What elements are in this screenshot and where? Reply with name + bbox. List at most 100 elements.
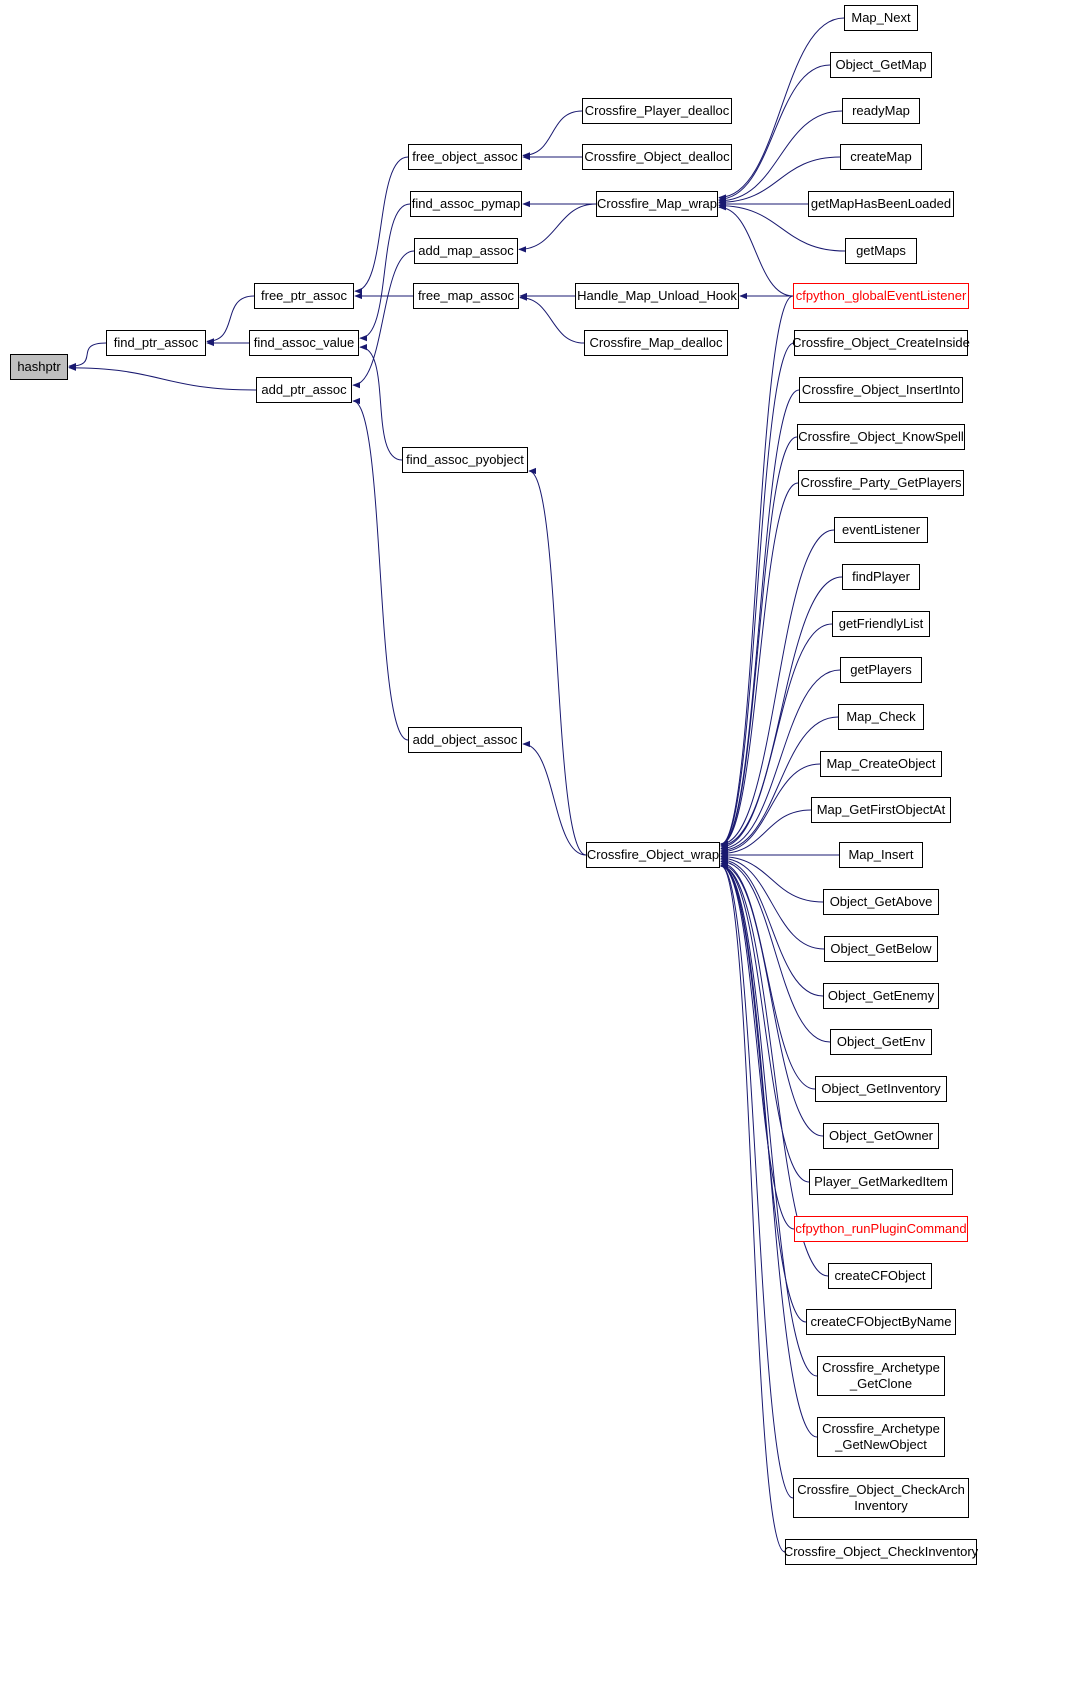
graph-node-Crossfire_Object_CreateInside[interactable]: Crossfire_Object_CreateInside — [792, 330, 970, 356]
graph-node-Object_GetEnemy[interactable]: Object_GetEnemy — [823, 983, 939, 1009]
graph-node-hashptr[interactable]: hashptr — [10, 354, 68, 380]
graph-node-Map_Check[interactable]: Map_Check — [838, 704, 924, 730]
graph-node-Crossfire_Archetype_GetNewObject[interactable]: Crossfire_Archetype_GetNewObject — [817, 1417, 945, 1457]
graph-node-Crossfire_Object_InsertInto[interactable]: Crossfire_Object_InsertInto — [799, 377, 963, 403]
graph-node-find_assoc_pyobject[interactable]: find_assoc_pyobject — [402, 447, 528, 473]
graph-node-find_assoc_pymap[interactable]: find_assoc_pymap — [410, 191, 522, 217]
graph-node-label: Map_GetFirstObjectAt — [816, 802, 946, 818]
call-edge-find_assoc_pyobject-to-find_assoc_value — [359, 343, 403, 461]
graph-node-add_map_assoc[interactable]: add_map_assoc — [414, 238, 518, 264]
graph-node-getPlayers[interactable]: getPlayers — [840, 657, 922, 683]
graph-node-Object_GetAbove[interactable]: Object_GetAbove — [823, 889, 939, 915]
call-edge-Object_GetMap-to-Crossfire_Map_wrap — [718, 64, 831, 203]
graph-node-label: add_ptr_assoc — [261, 382, 347, 398]
call-edge-cfpython_runPluginCommand-to-Crossfire_Object_wrap — [720, 862, 795, 1230]
graph-node-readyMap[interactable]: readyMap — [842, 98, 920, 124]
graph-node-free_ptr_assoc[interactable]: free_ptr_assoc — [254, 283, 354, 309]
graph-node-Crossfire_Party_GetPlayers[interactable]: Crossfire_Party_GetPlayers — [798, 470, 964, 496]
graph-node-label: Crossfire_Player_dealloc — [584, 103, 730, 119]
call-edge-Crossfire_Object_wrap-to-find_assoc_pyobject — [528, 467, 587, 856]
call-edge-Crossfire_Player_dealloc-to-free_object_assoc — [522, 110, 583, 159]
graph-node-Player_GetMarkedItem[interactable]: Player_GetMarkedItem — [809, 1169, 953, 1195]
graph-node-label: createCFObjectByName — [810, 1314, 952, 1330]
graph-node-label: free_ptr_assoc — [261, 288, 347, 304]
graph-node-Map_Insert[interactable]: Map_Insert — [839, 842, 923, 868]
call-edge-add_map_assoc-to-add_ptr_assoc — [352, 250, 415, 389]
call-edge-Crossfire_Archetype_GetClone-to-Crossfire_Object_wrap — [720, 862, 818, 1377]
graph-node-add_ptr_assoc[interactable]: add_ptr_assoc — [256, 377, 352, 403]
graph-node-label: getMapHasBeenLoaded — [810, 196, 952, 212]
graph-node-Handle_Map_Unload_Hook[interactable]: Handle_Map_Unload_Hook — [575, 283, 739, 309]
graph-node-find_ptr_assoc[interactable]: find_ptr_assoc — [106, 330, 206, 356]
graph-node-label: find_assoc_pyobject — [406, 452, 524, 468]
graph-node-label: free_map_assoc — [417, 288, 515, 304]
graph-node-Object_GetInventory[interactable]: Object_GetInventory — [815, 1076, 947, 1102]
call-edge-Map_Next-to-Crossfire_Map_wrap — [718, 17, 845, 201]
call-edge-Object_GetInventory-to-Crossfire_Object_wrap — [720, 860, 816, 1090]
graph-node-label: Crossfire_Party_GetPlayers — [800, 475, 962, 491]
call-edge-Crossfire_Object_CreateInside-to-Crossfire_Object_wrap — [720, 342, 795, 848]
graph-node-Map_GetFirstObjectAt[interactable]: Map_GetFirstObjectAt — [811, 797, 951, 823]
graph-node-Map_CreateObject[interactable]: Map_CreateObject — [820, 751, 942, 777]
graph-node-label: Crossfire_Archetype — [822, 1360, 940, 1376]
graph-node-Crossfire_Player_dealloc[interactable]: Crossfire_Player_dealloc — [582, 98, 732, 124]
graph-node-label: hashptr — [17, 359, 61, 375]
graph-node-Crossfire_Object_KnowSpell[interactable]: Crossfire_Object_KnowSpell — [797, 424, 965, 450]
graph-node-label: Object_GetBelow — [830, 941, 932, 957]
graph-node-free_object_assoc[interactable]: free_object_assoc — [408, 144, 522, 170]
graph-node-label: eventListener — [841, 522, 921, 538]
graph-node-eventListener[interactable]: eventListener — [834, 517, 928, 543]
graph-node-label: createMap — [850, 149, 912, 165]
graph-node-free_map_assoc[interactable]: free_map_assoc — [413, 283, 519, 309]
graph-node-Map_Next[interactable]: Map_Next — [844, 5, 918, 31]
graph-node-findPlayer[interactable]: findPlayer — [842, 564, 920, 590]
graph-node-label: add_object_assoc — [412, 732, 518, 748]
call-edge-Crossfire_Object_CheckArchInventory-to-Crossfire_Object_wrap — [720, 862, 794, 1499]
graph-node-Crossfire_Archetype_GetClone[interactable]: Crossfire_Archetype_GetClone — [817, 1356, 945, 1396]
graph-node-Object_GetBelow[interactable]: Object_GetBelow — [824, 936, 938, 962]
graph-node-cfpython_globalEventListener[interactable]: cfpython_globalEventListener — [793, 283, 969, 309]
graph-node-Crossfire_Map_wrap[interactable]: Crossfire_Map_wrap — [596, 191, 718, 217]
graph-node-getMapHasBeenLoaded[interactable]: getMapHasBeenLoaded — [808, 191, 954, 217]
graph-node-label: Object_GetEnv — [836, 1034, 926, 1050]
graph-node-label: Object_GetEnemy — [827, 988, 935, 1004]
graph-node-Crossfire_Map_dealloc[interactable]: Crossfire_Map_dealloc — [584, 330, 728, 356]
graph-node-label: Crossfire_Object_wrap — [586, 847, 720, 863]
call-edge-Object_GetOwner-to-Crossfire_Object_wrap — [720, 861, 824, 1137]
graph-node-label: Object_GetMap — [835, 57, 927, 73]
graph-node-label: free_object_assoc — [412, 149, 518, 165]
graph-node-Object_GetOwner[interactable]: Object_GetOwner — [823, 1123, 939, 1149]
graph-node-Crossfire_Object_dealloc[interactable]: Crossfire_Object_dealloc — [582, 144, 732, 170]
graph-node-find_assoc_value[interactable]: find_assoc_value — [249, 330, 359, 356]
call-edge-find_ptr_assoc-to-hashptr — [68, 342, 107, 370]
graph-node-createCFObjectByName[interactable]: createCFObjectByName — [806, 1309, 956, 1335]
graph-node-getMaps[interactable]: getMaps — [845, 238, 917, 264]
call-edge-add_object_assoc-to-add_ptr_assoc — [352, 397, 409, 741]
call-edge-Map_GetFirstObjectAt-to-Crossfire_Object_wrap — [720, 809, 812, 857]
graph-node-Object_GetMap[interactable]: Object_GetMap — [830, 52, 932, 78]
graph-node-label: getPlayers — [850, 662, 912, 678]
call-edge-cfpython_globalEventListener-to-Crossfire_Object_wrap — [720, 295, 794, 848]
call-edge-cfpython_globalEventListener-to-Crossfire_Map_wrap — [718, 204, 794, 297]
call-edge-Object_GetEnv-to-Crossfire_Object_wrap — [720, 858, 831, 1043]
graph-node-add_object_assoc[interactable]: add_object_assoc — [408, 727, 522, 753]
graph-node-label: cfpython_runPluginCommand — [795, 1221, 967, 1237]
graph-node-label: cfpython_globalEventListener — [795, 288, 967, 304]
call-edge-createCFObject-to-Crossfire_Object_wrap — [720, 862, 829, 1277]
graph-node-createCFObject[interactable]: createCFObject — [828, 1263, 932, 1289]
graph-node-label: Crossfire_Object_CheckInventory — [783, 1544, 979, 1560]
graph-node-label: findPlayer — [852, 569, 910, 585]
call-edge-Crossfire_Object_wrap-to-add_object_assoc — [522, 740, 587, 856]
graph-node-label: Crossfire_Object_dealloc — [584, 149, 730, 165]
graph-node-label: Crossfire_Object_CheckArch — [797, 1482, 965, 1498]
graph-node-createMap[interactable]: createMap — [840, 144, 922, 170]
graph-node-Object_GetEnv[interactable]: Object_GetEnv — [830, 1029, 932, 1055]
call-edge-free_object_assoc-to-free_ptr_assoc — [354, 156, 409, 295]
graph-node-cfpython_runPluginCommand[interactable]: cfpython_runPluginCommand — [794, 1216, 968, 1242]
graph-node-Crossfire_Object_wrap[interactable]: Crossfire_Object_wrap — [586, 842, 720, 868]
graph-node-label: _GetClone — [849, 1376, 913, 1391]
graph-node-getFriendlyList[interactable]: getFriendlyList — [832, 611, 930, 637]
graph-node-Crossfire_Object_CheckInventory[interactable]: Crossfire_Object_CheckInventory — [783, 1539, 979, 1565]
call-edge-getPlayers-to-Crossfire_Object_wrap — [720, 669, 841, 852]
